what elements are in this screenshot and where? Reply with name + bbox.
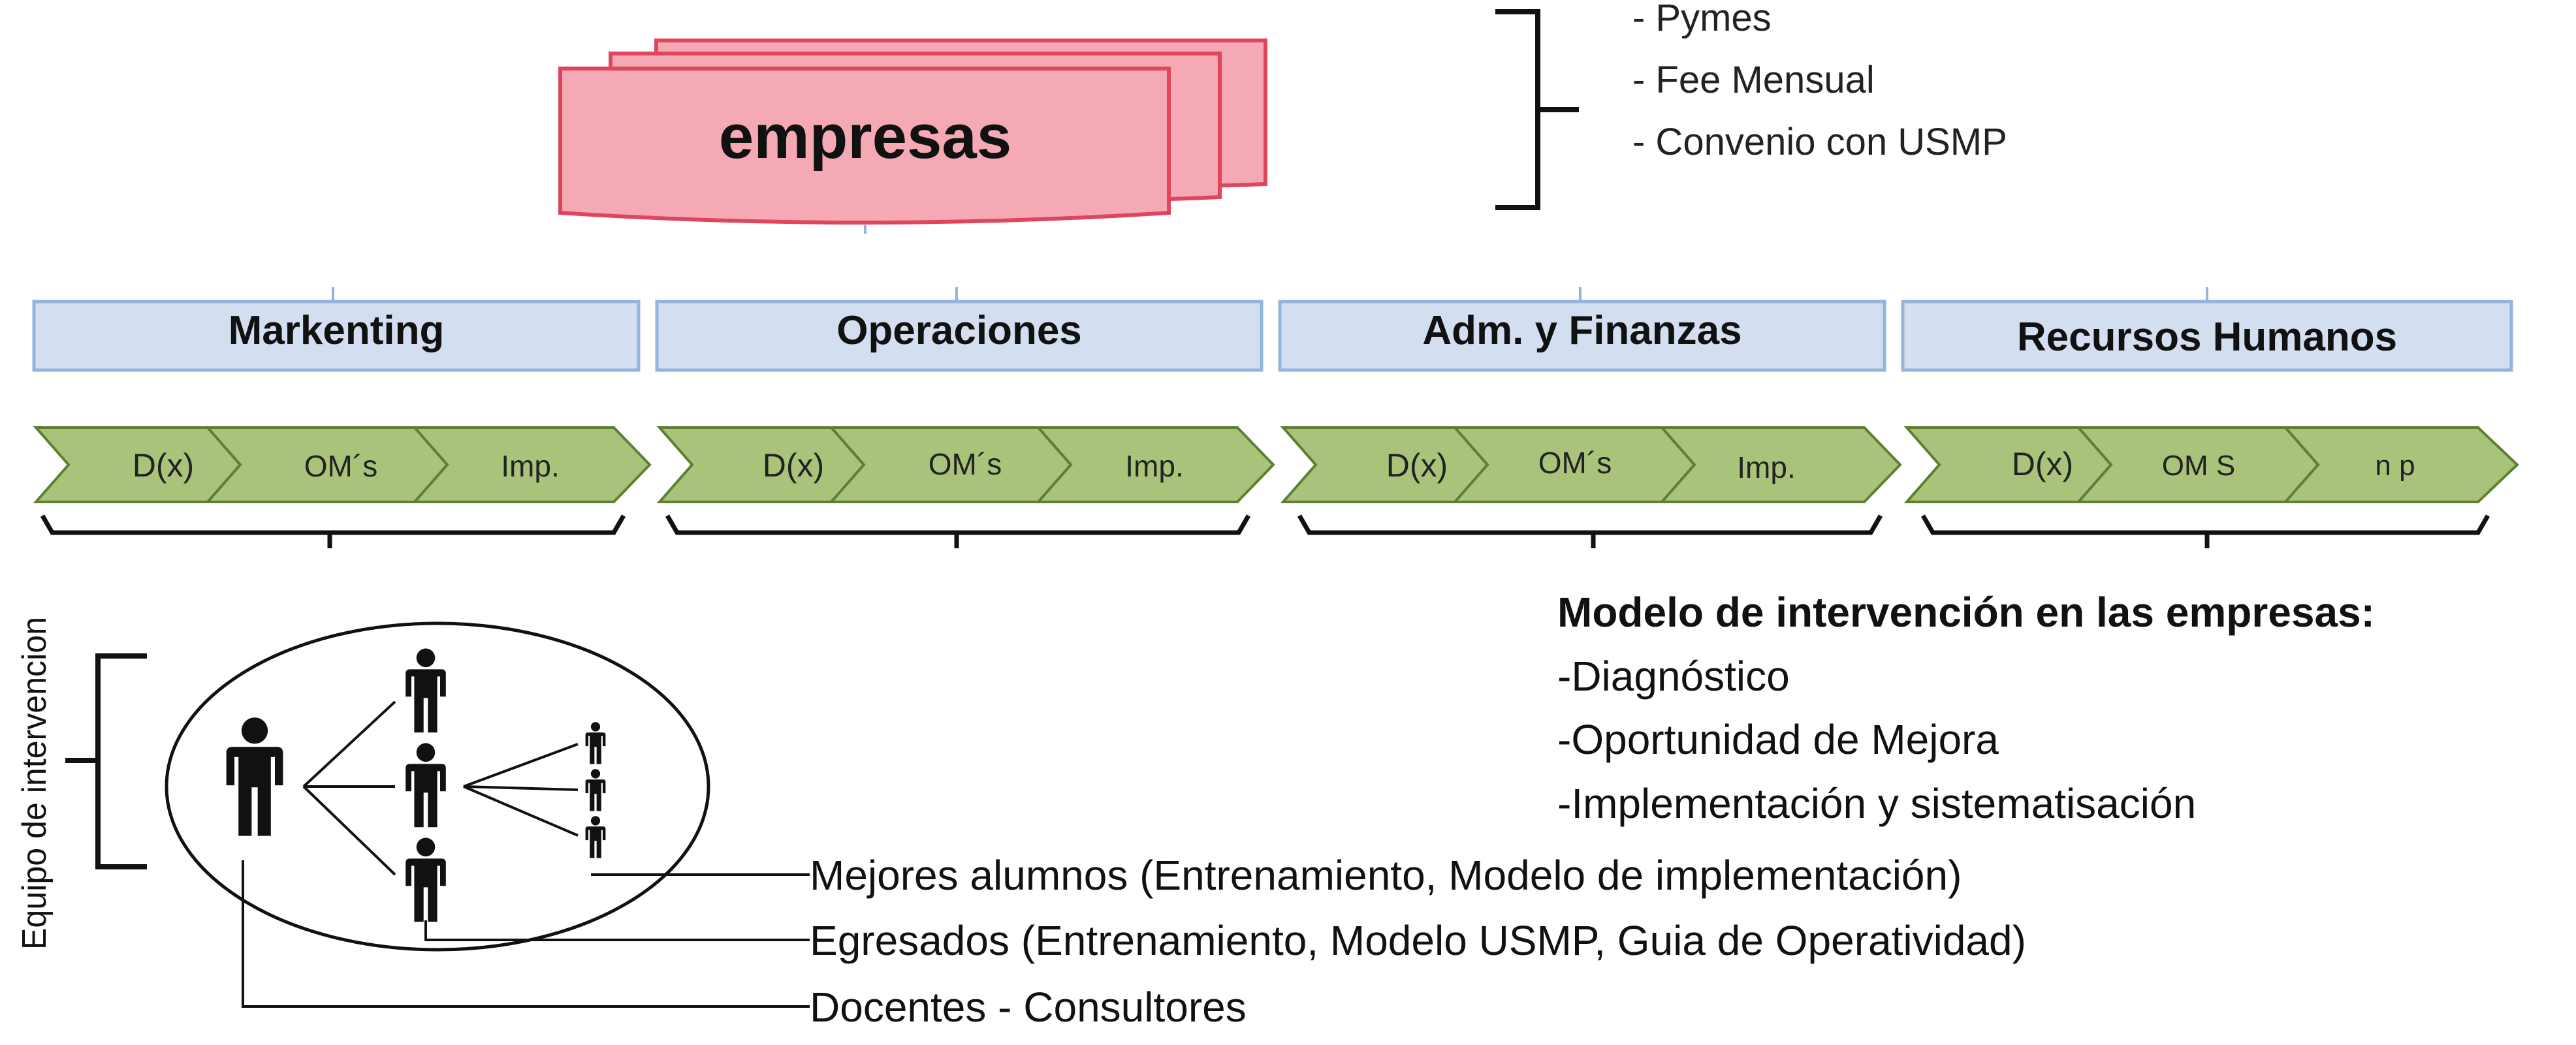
feature-fee-mensual: - Fee Mensual [1632, 59, 1875, 101]
model-text: Modelo de intervención en las empresas: … [1557, 589, 2375, 827]
chevron-rrhh-np [2282, 426, 2519, 503]
features-bracket [1495, 9, 1579, 210]
process-operaciones: D(x) OM´s Imp. [656, 426, 1275, 503]
step-rrhh-oms: OM S [2162, 450, 2235, 482]
model-heading: Modelo de intervención en las empresas: [1557, 589, 2375, 636]
process-row: D(x) OM´s Imp. D(x) OM´s Imp. D(x) OM´s … [33, 426, 2519, 503]
feature-pymes: - Pymes [1632, 0, 1772, 39]
egresado-icon-bottom [405, 837, 446, 922]
chevron-marketing-imp [411, 426, 652, 503]
step-marketing-oms: OM´s [304, 449, 377, 483]
area-label-finanzas: Adm. y Finanzas [1422, 308, 1741, 353]
chevron-finanzas-dx [1280, 426, 1489, 503]
step-marketing-dx: D(x) [133, 447, 194, 484]
process-braces [40, 514, 2490, 548]
area-box-finanzas [1278, 300, 1886, 372]
model-item-oportunidad: -Oportunidad de Mejora [1557, 716, 1999, 763]
area-label-rrhh: Recursos Humanos [2017, 315, 2397, 360]
company-label: empresas [719, 102, 1011, 172]
area-label-marketing: Markenting [229, 308, 445, 353]
chevron-operaciones-dx [656, 426, 866, 503]
area-box-operaciones [655, 300, 1264, 372]
step-operaciones-oms: OM´s [929, 447, 1002, 481]
process-rrhh: D(x) OM S n p [1903, 426, 2519, 503]
egresado-icon-middle [405, 743, 446, 828]
area-label-operaciones: Operaciones [836, 308, 1082, 353]
feature-convenio: - Convenio con USMP [1632, 121, 2007, 163]
team-label: Equipo de intervencion [16, 617, 54, 950]
role-leaders [242, 860, 810, 1008]
step-operaciones-imp: Imp. [1125, 449, 1183, 483]
model-item-implementacion: -Implementación y sistematisación [1557, 780, 2196, 827]
role-mejores-alumnos: Mejores alumnos (Entrenamiento, Modelo d… [810, 852, 1962, 899]
area-row: Markenting Operaciones Adm. y Finanzas R… [32, 300, 2513, 372]
step-rrhh-dx: D(x) [2012, 446, 2073, 482]
team-hierarchy [226, 648, 606, 922]
alumno-icon-top [585, 722, 606, 764]
egresado-icon-top [405, 648, 446, 733]
step-finanzas-imp: Imp. [1737, 450, 1795, 484]
team-roles: Mejores alumnos (Entrenamiento, Modelo d… [810, 852, 2026, 1031]
area-connectors [332, 225, 2208, 300]
step-marketing-imp: Imp. [501, 449, 559, 483]
role-docentes: Docentes - Consultores [810, 984, 1247, 1031]
step-finanzas-dx: D(x) [1386, 447, 1448, 484]
model-item-diagnostico: -Diagnóstico [1557, 653, 1790, 700]
team-bracket [65, 653, 147, 869]
alumno-icon-middle [585, 769, 606, 811]
area-box-rrhh [1901, 300, 2513, 372]
alumno-icon-bottom [585, 816, 606, 858]
area-box-marketing [32, 300, 641, 372]
process-finanzas: D(x) OM´s Imp. [1280, 426, 1902, 503]
chevron-rrhh-dx [1903, 426, 2113, 503]
company-features: - Pymes - Fee Mensual - Convenio con USM… [1632, 0, 2007, 163]
team-ellipse [165, 621, 710, 952]
role-egresados: Egresados (Entrenamiento, Modelo USMP, G… [810, 917, 2026, 964]
step-operaciones-dx: D(x) [763, 447, 824, 484]
chevron-finanzas-imp [1659, 426, 1902, 503]
company-card-stack: empresas [558, 39, 1267, 225]
process-marketing: D(x) OM´s Imp. [33, 426, 652, 503]
chevron-operaciones-imp [1035, 426, 1275, 503]
step-finanzas-oms: OM´s [1538, 446, 1612, 480]
company-card-front [558, 67, 1171, 225]
docente-icon [226, 717, 283, 836]
step-rrhh-np: n p [2375, 450, 2415, 482]
